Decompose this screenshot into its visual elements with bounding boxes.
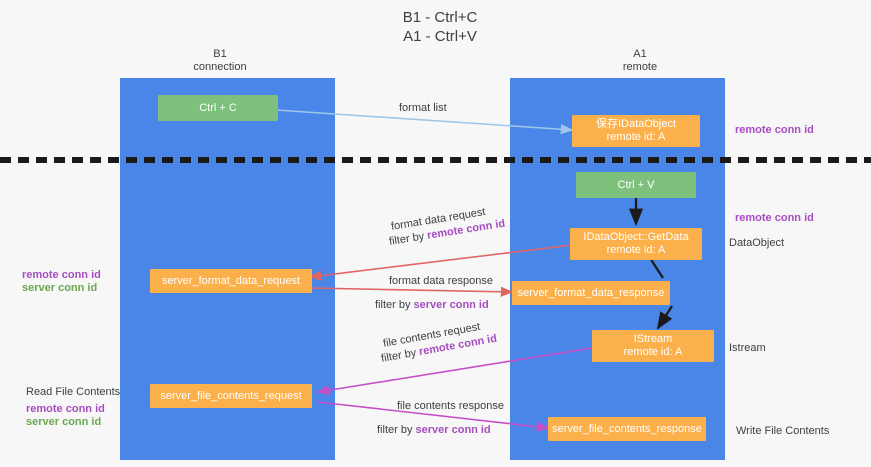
node-getdata[interactable]: IDataObject::GetData remote id: A	[570, 228, 702, 260]
edge-label-format-data-response: format data response	[389, 275, 493, 287]
lane-title-a1: A1 remote	[622, 48, 658, 73]
page-title: B1 - Ctrl+C A1 - Ctrl+V	[402, 9, 478, 45]
node-save-dataobject[interactable]: 保存IDataObject remote id: A	[572, 115, 700, 147]
side-label-left-server-conn-id: server conn id	[22, 282, 98, 294]
node-save-dataobject-line2: remote id: A	[606, 131, 666, 143]
node-ctrl-c-label: Ctrl + C	[199, 101, 237, 114]
node-server-file-contents-request[interactable]: server_file_contents_request	[150, 384, 312, 408]
edge-label-file-contents-response: file contents response	[397, 400, 505, 412]
side-label-remote-conn-id-top: remote conn id	[735, 124, 814, 136]
node-istream[interactable]: IStream remote id: A	[592, 330, 714, 362]
node-ctrl-v[interactable]: Ctrl + V	[576, 172, 696, 198]
filter-key-server-conn-id: server conn id	[415, 424, 491, 436]
edge-label-format-data-response-filter: filter by server conn id	[375, 298, 489, 313]
node-server-format-data-request[interactable]: server_format_data_request	[150, 269, 312, 293]
side-label-remote-conn-id-mid: remote conn id	[735, 212, 814, 224]
filter-key-server-conn-id: server conn id	[413, 299, 489, 311]
lane-title-b1: B1 connection	[193, 48, 247, 73]
edge-label-format-list: format list	[399, 102, 447, 114]
side-label-left-remote-conn-id: remote conn id	[22, 269, 101, 281]
node-save-dataobject-line1: 保存IDataObject	[595, 118, 677, 130]
node-server-file-contents-response-label: server_file_contents_response	[552, 422, 702, 435]
side-label-read-file-contents: Read File Contents	[26, 386, 121, 398]
node-server-format-data-request-label: server_format_data_request	[161, 274, 301, 287]
node-server-file-contents-request-label: server_file_contents_request	[160, 389, 302, 402]
node-istream-line1: IStream	[633, 333, 673, 345]
node-server-format-data-response-label: server_format_data_response	[517, 286, 665, 299]
side-label-write-file-contents: Write File Contents	[736, 425, 830, 437]
node-getdata-line2: remote id: A	[606, 244, 666, 256]
edge-label-file-contents-response-filter: filter by server conn id	[377, 423, 491, 438]
node-getdata-line1: IDataObject::GetData	[583, 231, 689, 243]
filter-prefix: filter by	[377, 424, 416, 436]
filter-prefix: filter by	[375, 299, 414, 311]
node-server-format-data-response[interactable]: server_format_data_response	[512, 281, 670, 305]
node-ctrl-v-label: Ctrl + V	[617, 178, 655, 191]
node-ctrl-c[interactable]: Ctrl + C	[158, 95, 278, 121]
side-label-left-server-conn-id-2: server conn id	[26, 416, 102, 428]
side-label-istream: Istream	[729, 342, 766, 354]
node-server-file-contents-response[interactable]: server_file_contents_response	[548, 417, 706, 441]
side-label-left-remote-conn-id-2: remote conn id	[26, 403, 105, 415]
side-label-dataobject: DataObject	[729, 237, 785, 249]
node-istream-line2: remote id: A	[623, 346, 683, 358]
